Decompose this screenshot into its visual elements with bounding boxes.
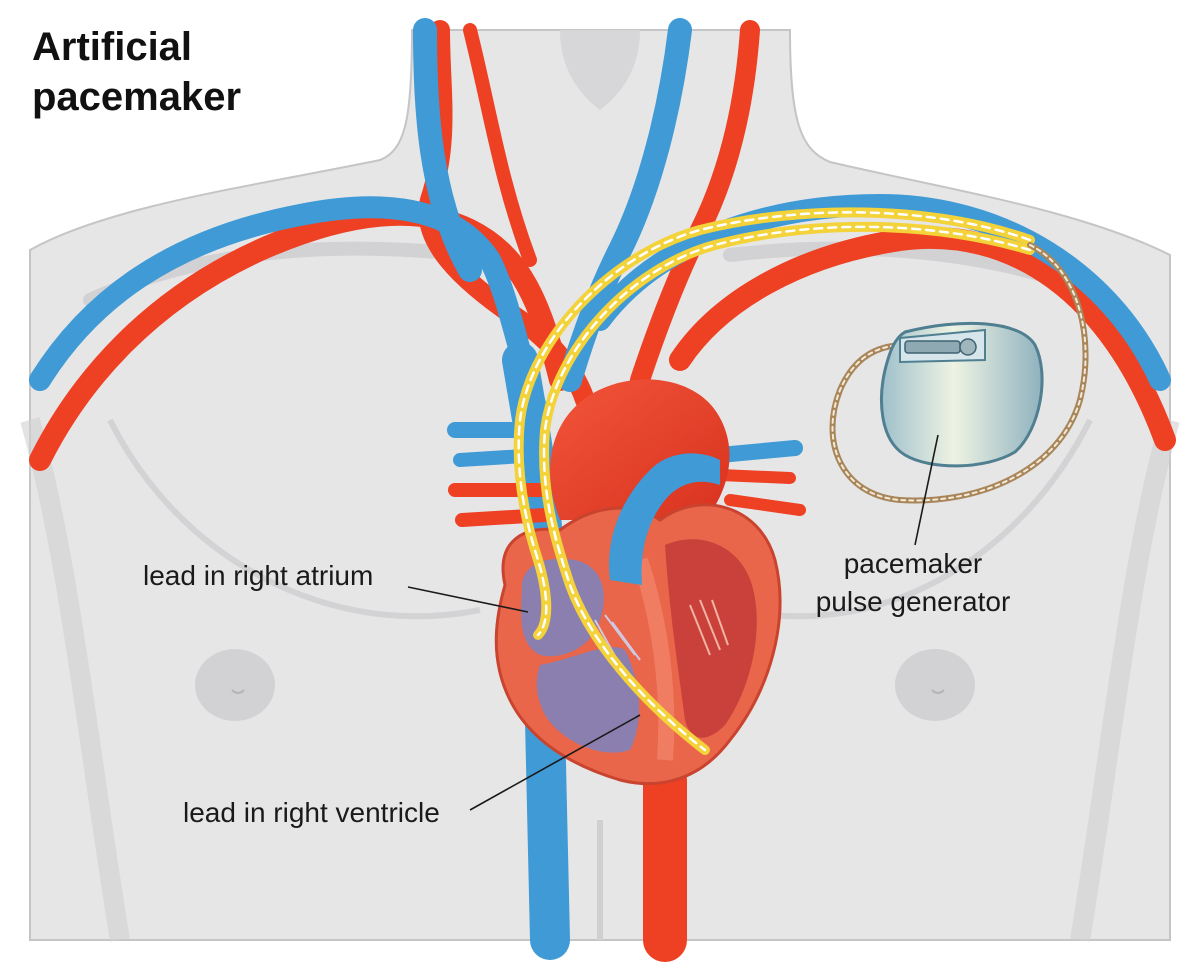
label-right-atrium-lead: lead in right atrium [143,560,373,591]
pacemaker-device [880,321,1044,468]
pulmonary-artery-stub-3 [714,469,796,484]
nipple-left [195,649,275,721]
title-line-2: pacemaker [32,75,241,119]
neck-shadow [560,30,640,110]
ventricle-lead-dash [542,225,1032,752]
left-subclavian-artery [29,203,571,471]
label-right-ventricle-lead: lead in right ventricle [183,797,440,828]
left-carotid-artery [418,20,595,410]
leader-right-atrium [407,586,529,613]
vein-network [29,18,1171,960]
septum [632,557,675,761]
pulmonary-vein-stub-2 [453,448,547,467]
pulmonary-trunk [609,453,720,585]
mitral-valve-strands [689,599,729,656]
atrium-lead [513,207,1035,640]
pectoral-left [107,418,481,620]
left-ventricle-chamber [665,539,757,738]
leader-right-ventricle [469,714,641,811]
left-subclavian-vein [29,196,551,431]
lead-loop-dash [831,244,1087,502]
pulmonary-artery-stub-4 [724,494,806,516]
nipple-right [895,649,975,721]
artery-network [29,20,1176,962]
inner-carotid [463,23,537,267]
generator-lead-loop [829,242,1089,504]
right-subclavian-vein [589,193,1171,391]
pulmonary-artery-stub-2 [455,508,552,527]
ventricle-lead [539,221,1035,755]
arm-right [1070,417,1180,942]
pectoral-right [739,418,1093,620]
title-line-1: Artificial [32,25,192,69]
pulmonary-vessels-right [712,440,806,516]
nipple-right-center [931,689,945,694]
leader-generator [914,434,939,546]
left-jugular-vein [413,18,482,282]
pulmonary-vein-stub-3 [712,440,803,463]
generator-connector [904,340,961,354]
arm-left [20,417,130,942]
right-ventricle-chamber [536,647,640,753]
nipple-left-center [231,689,245,694]
inferior-vena-cava [525,700,570,960]
label-generator-line-1: pacemaker [844,548,983,579]
right-subclavian-artery [669,226,1176,451]
label-generator-line-2: pulse generator [816,586,1011,617]
atrium-lead-dash [517,211,1032,637]
generator-set-screw [959,338,977,356]
